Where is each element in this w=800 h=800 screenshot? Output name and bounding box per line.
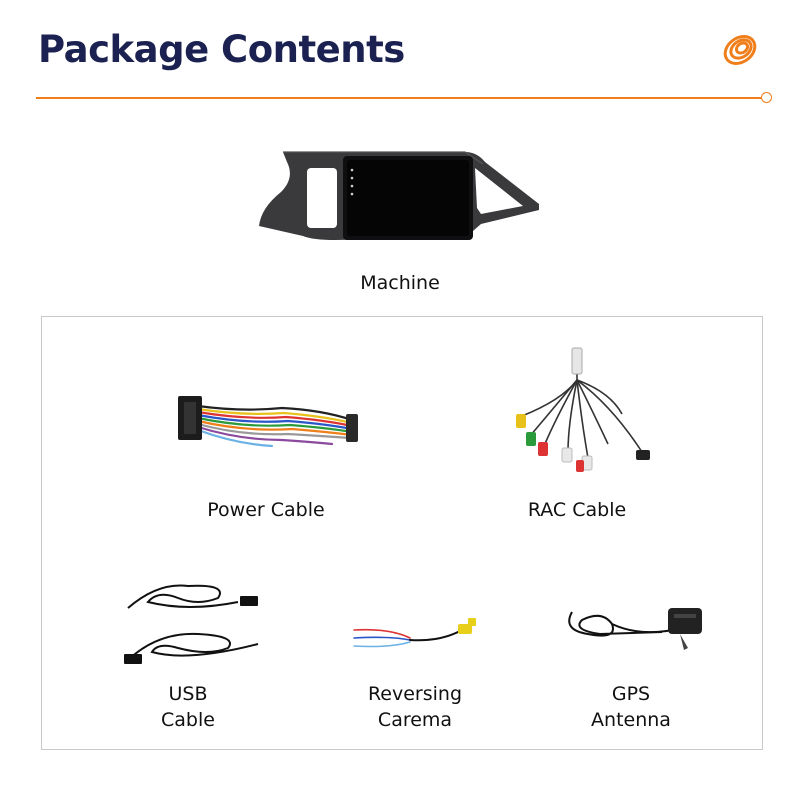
rca-cable-bundle-image bbox=[516, 347, 650, 472]
divider-end-dot bbox=[761, 92, 772, 103]
gps-antenna-label: GPS Antenna bbox=[591, 683, 671, 731]
brand-logo-icon bbox=[723, 35, 757, 65]
machine-label: Machine bbox=[360, 272, 440, 294]
reversing-camera-label: Reversing Carema bbox=[367, 683, 463, 731]
page-title: Package Contents bbox=[38, 28, 405, 71]
usb-cables-image bbox=[124, 584, 259, 664]
power-cable-label: Power Cable bbox=[207, 499, 325, 521]
car-stereo-head-unit-image bbox=[259, 151, 539, 240]
accessories-panel bbox=[41, 316, 763, 750]
rac-cable-label: RAC Cable bbox=[527, 499, 627, 521]
header-divider bbox=[36, 97, 764, 99]
reversing-camera-cable-image bbox=[353, 618, 476, 648]
usb-cable-label: USB Cable bbox=[161, 683, 215, 731]
power-harness-image bbox=[178, 396, 358, 448]
gps-antenna-image bbox=[568, 608, 702, 650]
